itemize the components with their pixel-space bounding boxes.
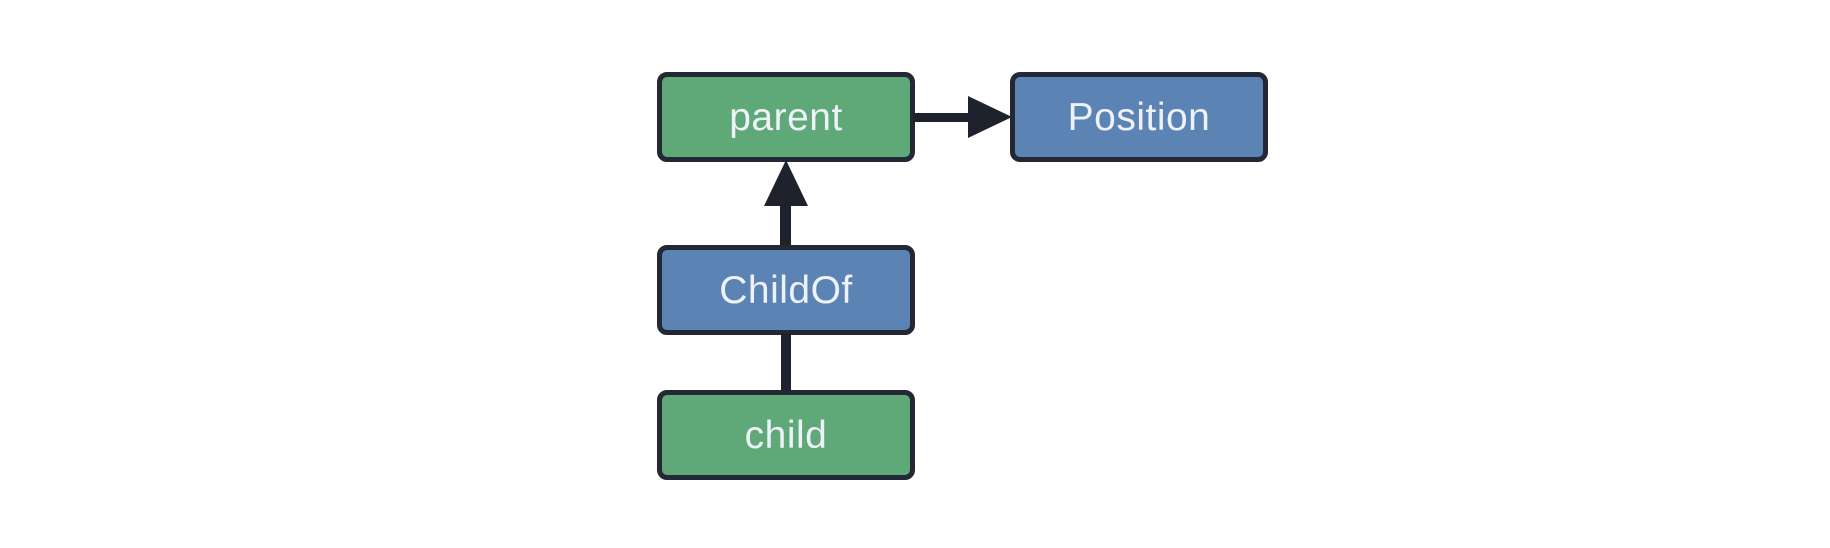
edge-child-to-childof-line: [781, 333, 791, 392]
edge-childof-to-parent-shaft: [780, 202, 791, 247]
node-childof-relationship: ChildOf: [657, 245, 915, 335]
node-child-entity: child: [657, 390, 915, 480]
edge-parent-to-position-shaft: [913, 113, 970, 122]
arrowhead-right-icon: [968, 96, 1012, 138]
arrowhead-up-icon: [764, 160, 808, 206]
node-parent-label: parent: [729, 95, 843, 139]
node-parent-entity: parent: [657, 72, 915, 162]
node-position-component: Position: [1010, 72, 1268, 162]
node-position-label: Position: [1067, 95, 1211, 139]
node-childof-label: ChildOf: [719, 268, 853, 312]
node-child-label: child: [744, 413, 828, 457]
